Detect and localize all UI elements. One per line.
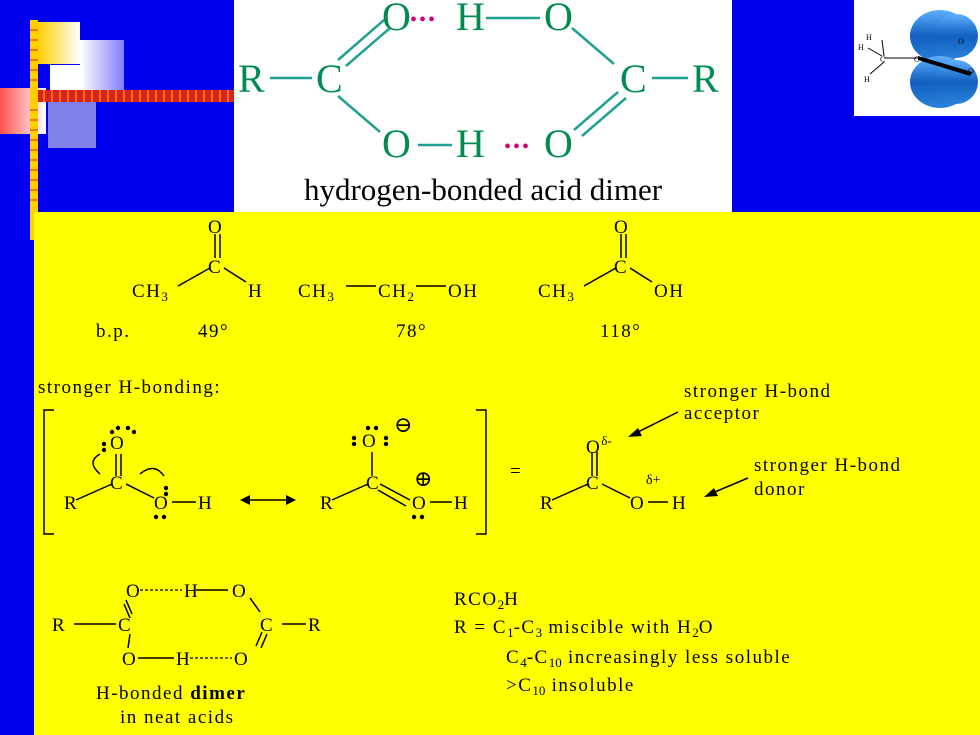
thumb-label-c1: C	[880, 55, 885, 64]
atom-o-bottom-right: O	[544, 121, 573, 166]
atom-o-top-left: O	[382, 0, 411, 39]
small-dimer-o-tr: O	[232, 581, 248, 602]
res2-negative-charge: ⊖	[394, 412, 414, 437]
dimer-figure-panel: R C O H O C R O H O ••• ••• hydrog	[234, 0, 732, 212]
res2-r: R	[320, 493, 335, 514]
acceptor-note-line1: stronger H-bond	[684, 381, 832, 402]
small-dimer-caption: H-bonded dimer	[96, 683, 247, 704]
thumb-label-h3: H	[864, 75, 870, 84]
ethanol-ch3: CH3	[298, 281, 334, 304]
bond-lines	[270, 16, 688, 147]
donor-note-line1: stronger H-bond	[754, 455, 902, 476]
bp-acetaldehyde: 49°	[198, 321, 230, 342]
small-dimer-o-tl: O	[126, 581, 142, 602]
atom-r-left: R	[238, 56, 265, 101]
dimer-structure: R C O H O C R O H O ••• •••	[238, 0, 719, 166]
small-dimer-r-r: R	[308, 615, 323, 636]
res3-c: C	[586, 473, 601, 494]
acetic-acid-o: O	[614, 217, 630, 238]
atom-o-top-right: O	[544, 0, 573, 39]
res3-h: H	[672, 493, 688, 514]
res3-delta-plus: δ+	[646, 473, 661, 488]
solubility-row2: C4-C10 increasingly less soluble	[506, 647, 792, 670]
bp-ethanol: 78°	[396, 321, 428, 342]
donor-note-line2: donor	[754, 479, 806, 500]
small-dimer-o-bl: O	[122, 649, 138, 670]
res2-o-top: O	[362, 431, 378, 452]
res1-r: R	[64, 493, 79, 514]
atom-c-left: C	[316, 56, 343, 101]
small-dimer-h-b: H	[176, 649, 192, 670]
res1-o-top: O	[110, 433, 126, 454]
acetaldehyde-c: C	[208, 257, 223, 278]
res3-o-low: O	[630, 493, 646, 514]
res3-r: R	[540, 493, 555, 514]
res2-o-low: O	[412, 493, 428, 514]
bp-acetic-acid: 118°	[600, 321, 642, 342]
thumb-label-o2: O	[968, 67, 974, 76]
small-dimer-o-br: O	[234, 649, 250, 670]
main-content-panel: O C CH3 H CH3 CH2 OH O C CH3 OH b.p. 49°…	[34, 212, 980, 735]
decorative-squares	[0, 20, 236, 240]
res1-h: H	[198, 493, 214, 514]
orbital-thumbnail: H H H C C O O	[854, 0, 980, 116]
res2-positive-charge: ⊕	[414, 466, 434, 491]
thumb-label-h1: H	[866, 33, 872, 42]
small-dimer-c-l: C	[118, 615, 133, 636]
atom-h-bottom: H	[456, 121, 485, 166]
res1-o-low: O	[154, 493, 170, 514]
hbond-dots-bottom: •••	[504, 136, 531, 158]
solubility-row3: >C10 insoluble	[506, 675, 635, 698]
solubility-formula: RCO2H	[454, 589, 520, 612]
equals-sign: =	[510, 461, 523, 482]
res2-h: H	[454, 493, 470, 514]
acetaldehyde-ch3: CH3	[132, 281, 168, 304]
lone-pair-dots	[101, 425, 425, 520]
atom-c-right: C	[620, 56, 647, 101]
hbonding-heading: stronger H-bonding:	[38, 377, 222, 398]
acceptor-note-line2: acceptor	[684, 403, 761, 424]
acetic-acid-ch3: CH3	[538, 281, 574, 304]
hbond-dots-top: •••	[410, 9, 437, 31]
thumb-label-h2: H	[858, 43, 864, 52]
acetic-acid-oh: OH	[654, 281, 685, 302]
atom-r-right: R	[692, 56, 719, 101]
solubility-row1: R = C1-C3 miscible with H2O	[454, 617, 714, 640]
bp-label: b.p.	[96, 321, 131, 342]
small-dimer-h-t: H	[184, 581, 200, 602]
ethanol-ch2: CH2	[378, 281, 414, 304]
ethanol-oh: OH	[448, 281, 479, 302]
atom-h-top: H	[456, 0, 485, 39]
small-dimer-r-l: R	[52, 615, 67, 636]
thumb-label-c2: C	[914, 55, 919, 64]
acetaldehyde-h: H	[248, 281, 264, 302]
acetaldehyde-o: O	[208, 217, 224, 238]
atom-o-bottom-left: O	[382, 121, 411, 166]
res2-c: C	[366, 473, 381, 494]
dimer-caption: hydrogen-bonded acid dimer	[303, 172, 663, 207]
orbital-model-image: H H H C C O O	[858, 10, 978, 108]
chemistry-bond-lines	[43, 234, 749, 659]
small-dimer-caption-line2: in neat acids	[120, 707, 235, 728]
res1-c: C	[110, 473, 125, 494]
acetic-acid-c: C	[614, 257, 629, 278]
thumb-label-o1: O	[958, 37, 964, 46]
res3-o-top: Oδ-	[586, 433, 612, 458]
small-dimer-c-r: C	[260, 615, 275, 636]
